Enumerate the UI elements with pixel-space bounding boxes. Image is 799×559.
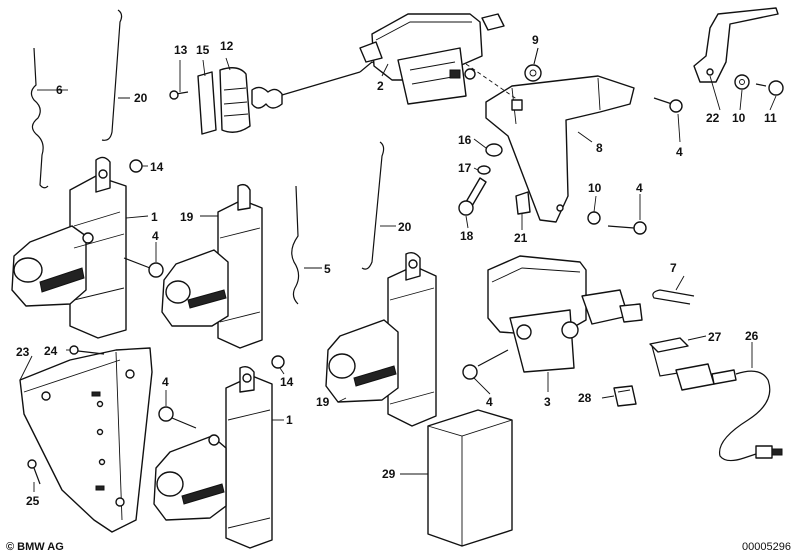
callout-27: 27 (708, 330, 722, 344)
callout-12: 12 (220, 39, 234, 53)
part-17-spring-washer (477, 165, 491, 175)
part-10-washer (734, 74, 750, 90)
callout-1-upper: 1 (151, 210, 158, 224)
callout-16: 16 (458, 133, 472, 147)
leader-lines (19, 47, 777, 492)
callout-25: 25 (26, 494, 40, 508)
part-4-screw-mid-right (607, 221, 647, 235)
callout-15: 15 (196, 43, 210, 57)
callout-10-top: 10 (732, 111, 746, 125)
callout-18: 18 (460, 229, 474, 243)
part-1-actuator-upper (11, 156, 127, 339)
callout-2: 2 (377, 79, 384, 93)
callout-labels: 6 20 13 15 12 2 9 22 10 11 4 8 16 17 18 … (16, 33, 777, 508)
callout-13: 13 (174, 43, 188, 57)
part-1-actuator-lower (153, 365, 273, 549)
part-4-screw-top-right (653, 97, 683, 113)
callout-22: 22 (706, 111, 720, 125)
part-18-bolt (458, 177, 487, 216)
callout-4-lower-left: 4 (162, 375, 169, 389)
callout-14-top: 14 (150, 160, 164, 174)
part-10-washer-mid (587, 211, 601, 225)
callout-4-top-right: 4 (676, 145, 683, 159)
callout-20-mid: 20 (398, 220, 412, 234)
part-19-actuator-lower (325, 251, 437, 427)
callout-14-lower: 14 (280, 375, 294, 389)
part-27-switch (649, 337, 715, 391)
part-21-clip-nut (515, 191, 531, 215)
part-5-wire-rod (291, 185, 300, 305)
callout-19-lower: 19 (316, 395, 330, 409)
callout-17: 17 (458, 161, 472, 175)
callout-9: 9 (532, 33, 539, 47)
callout-5: 5 (324, 262, 331, 276)
part-28-clip (613, 385, 637, 407)
part-23-mounting-plate (19, 347, 153, 533)
callout-10-mid: 10 (588, 181, 602, 195)
part-22-plate (693, 7, 779, 83)
part-29-control-unit (427, 409, 513, 547)
brand-mark: © BMW AG (6, 541, 64, 553)
part-4-screw-upper-left (123, 257, 164, 278)
part-25-screw (27, 459, 41, 485)
callout-26: 26 (745, 329, 759, 343)
part-14-nut-lower (271, 355, 285, 369)
part-7-clip (652, 289, 695, 305)
callout-4-lower-middle: 4 (486, 395, 493, 409)
part-4-screw-lower-left (158, 406, 197, 429)
callout-3: 3 (544, 395, 551, 409)
callout-4-mid-right: 4 (636, 181, 643, 195)
callout-8: 8 (596, 141, 603, 155)
part-19-actuator-upper (161, 183, 263, 349)
callout-6: 6 (56, 83, 63, 97)
part-4-screw-lower-middle (462, 364, 478, 380)
part-20-hook-rod-mid (361, 141, 385, 270)
callout-20-top: 20 (134, 91, 148, 105)
part-16-washer (485, 143, 503, 157)
part-6-wire-rod (30, 47, 52, 189)
callout-11: 11 (764, 111, 777, 125)
part-9-nut (524, 47, 542, 82)
callout-28: 28 (578, 391, 592, 405)
callout-4-upper-left: 4 (152, 229, 159, 243)
callout-29: 29 (382, 467, 396, 481)
part-2-central-actuator (359, 13, 505, 105)
part-3-actuator-right (477, 255, 643, 373)
parts-13-15-12-bellows-assembly (169, 61, 381, 135)
callout-19-upper: 19 (180, 210, 194, 224)
callout-7: 7 (670, 261, 677, 275)
reference-number: 00005296 (742, 541, 791, 553)
part-20-hook-rod-top (101, 9, 130, 141)
callout-24: 24 (44, 344, 58, 358)
part-11-screw (755, 80, 784, 96)
callout-21: 21 (514, 231, 528, 245)
part-24-screw (69, 345, 105, 355)
callout-23: 23 (16, 345, 30, 359)
part-26-harness (711, 369, 783, 462)
part-14-nut-top (129, 159, 143, 173)
callout-1-lower: 1 (286, 413, 293, 427)
part-8-bracket (465, 63, 635, 223)
